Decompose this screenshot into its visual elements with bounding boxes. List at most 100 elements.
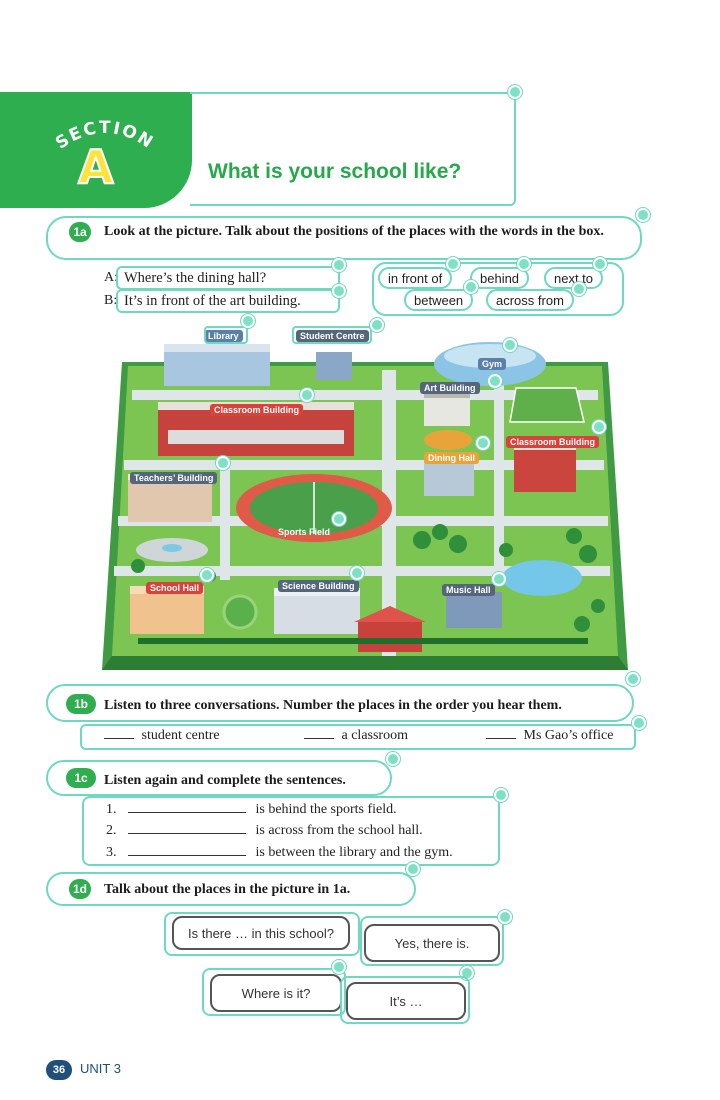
dialogue-line-a: Where’s the dining hall? <box>124 270 267 286</box>
answer-blank[interactable] <box>128 833 246 834</box>
exercise-1c-sentence-1: 1. is behind the sports field. <box>106 802 397 818</box>
bubble-3-frame <box>202 968 346 1016</box>
selection-handle-icon[interactable] <box>494 788 508 802</box>
map-label-teachers-building[interactable]: Teachers’ Building <box>130 472 218 484</box>
exercise-1d-frame <box>46 872 416 906</box>
answer-blank[interactable] <box>304 738 334 739</box>
sentence-number: 2. <box>106 823 117 838</box>
dialogue-line-b-frame <box>116 289 340 313</box>
speech-bubble-2: Yes, there is. <box>364 924 500 962</box>
selection-handle-icon[interactable] <box>592 420 606 434</box>
word-chip-between[interactable]: between <box>404 289 474 311</box>
selection-handle-icon[interactable] <box>332 284 346 298</box>
exercise-1b-item-2-text: a classroom <box>341 728 408 743</box>
map-label-library[interactable]: Library <box>204 330 243 342</box>
dialogue-speaker-b: B: <box>104 293 118 308</box>
map-label-dining-hall[interactable]: Dining Hall <box>424 452 479 464</box>
selection-handle-icon[interactable] <box>332 960 346 974</box>
answer-blank[interactable] <box>128 812 246 813</box>
school-map: Library Student Centre Gym Art Building … <box>102 330 628 670</box>
selection-handle-icon[interactable] <box>517 257 531 271</box>
sentence-number: 1. <box>106 802 117 817</box>
map-label-school-hall[interactable]: School Hall <box>146 582 204 594</box>
exercise-1d-badge: 1d <box>69 879 91 899</box>
map-label-library-frame <box>204 326 248 344</box>
exercise-1c-instruction: Listen again and complete the sentences. <box>104 773 346 788</box>
section-badge <box>0 92 192 208</box>
page-number: 36 <box>46 1060 72 1080</box>
word-chip-in-front-of[interactable]: in front of <box>378 267 453 289</box>
word-chip-across-from[interactable]: across from <box>486 289 574 311</box>
exercise-1b-answers-frame <box>80 724 636 750</box>
speech-bubble-1: Is there … in this school? <box>172 916 350 950</box>
sentence-text: is between the library and the gym. <box>255 845 453 860</box>
speech-bubble-4: It’s … <box>346 982 466 1020</box>
selection-handle-icon[interactable] <box>386 752 400 766</box>
selection-handle-icon[interactable] <box>332 512 346 526</box>
selection-handle-icon[interactable] <box>498 910 512 924</box>
selection-handle-icon[interactable] <box>636 208 650 222</box>
map-label-sports-field[interactable]: Sports Field <box>278 527 331 537</box>
exercise-1c-sentence-2: 2. is across from the school hall. <box>106 823 423 839</box>
exercise-1b-item-3-text: Ms Gao’s office <box>523 728 614 743</box>
school-map-illustration <box>102 342 628 670</box>
selection-handle-icon[interactable] <box>350 566 364 580</box>
answer-blank[interactable] <box>104 738 134 739</box>
exercise-1c-badge: 1c <box>66 768 96 788</box>
selection-handle-icon[interactable] <box>446 257 460 271</box>
selection-handle-icon[interactable] <box>476 436 490 450</box>
exercise-1b-frame <box>46 684 634 722</box>
map-label-music-hall[interactable]: Music Hall <box>442 584 495 596</box>
selection-handle-icon[interactable] <box>488 374 502 388</box>
bubble-4-frame <box>340 976 470 1024</box>
exercise-1b-badge: 1b <box>66 694 96 714</box>
exercise-1c-sentence-3: 3. is between the library and the gym. <box>106 845 453 861</box>
map-label-student-centre-frame <box>292 326 372 344</box>
map-label-classroom-building-2[interactable]: Classroom Building <box>506 436 600 448</box>
exercise-1c-sentences-frame <box>82 796 500 866</box>
exercise-1b-item-1-text: student centre <box>141 728 220 743</box>
section-letter: A <box>77 139 115 195</box>
dialogue-line-b: It’s in front of the art building. <box>124 293 301 309</box>
bubble-2-frame <box>360 916 504 966</box>
selection-handle-icon[interactable] <box>492 572 506 586</box>
exercise-1b-item-1: student centre <box>104 728 220 744</box>
map-label-art-building[interactable]: Art Building <box>420 382 480 394</box>
word-box <box>372 262 624 316</box>
exercise-1a-badge: 1a <box>69 222 91 242</box>
section-word-arc: SECTION <box>52 118 156 154</box>
answer-blank[interactable] <box>128 855 246 856</box>
exercise-1b-item-2: a classroom <box>304 728 408 744</box>
unit-label: UNIT 3 <box>80 1061 121 1076</box>
page-title: What is your school like? <box>208 160 462 183</box>
exercise-1c-frame <box>46 760 392 796</box>
selection-handle-icon[interactable] <box>503 338 517 352</box>
selection-handle-icon[interactable] <box>464 280 478 294</box>
title-frame <box>190 92 516 206</box>
selection-handle-icon[interactable] <box>241 314 255 328</box>
exercise-1d-instruction: Talk about the places in the picture in … <box>104 882 351 897</box>
map-label-science-building[interactable]: Science Building <box>278 580 359 592</box>
selection-handle-icon[interactable] <box>508 85 522 99</box>
selection-handle-icon[interactable] <box>406 862 420 876</box>
selection-handle-icon[interactable] <box>216 456 230 470</box>
word-chip-behind[interactable]: behind <box>470 267 530 289</box>
selection-handle-icon[interactable] <box>572 282 586 296</box>
sentence-text: is across from the school hall. <box>255 823 423 838</box>
answer-blank[interactable] <box>486 738 516 739</box>
sentence-number: 3. <box>106 845 117 860</box>
map-label-gym[interactable]: Gym <box>478 358 507 370</box>
bubble-1-frame <box>164 912 360 956</box>
selection-handle-icon[interactable] <box>626 672 640 686</box>
speech-bubble-3: Where is it? <box>210 974 342 1012</box>
selection-handle-icon[interactable] <box>200 568 214 582</box>
selection-handle-icon[interactable] <box>332 258 346 272</box>
exercise-1a-instruction: Look at the picture. Talk about the posi… <box>104 224 604 239</box>
selection-handle-icon[interactable] <box>300 388 314 402</box>
map-label-student-centre[interactable]: Student Centre <box>296 330 369 342</box>
dialogue-speaker-a: A: <box>104 270 118 285</box>
map-label-classroom-building-1[interactable]: Classroom Building <box>210 404 304 416</box>
selection-handle-icon[interactable] <box>370 318 384 332</box>
selection-handle-icon[interactable] <box>632 716 646 730</box>
selection-handle-icon[interactable] <box>593 257 607 271</box>
